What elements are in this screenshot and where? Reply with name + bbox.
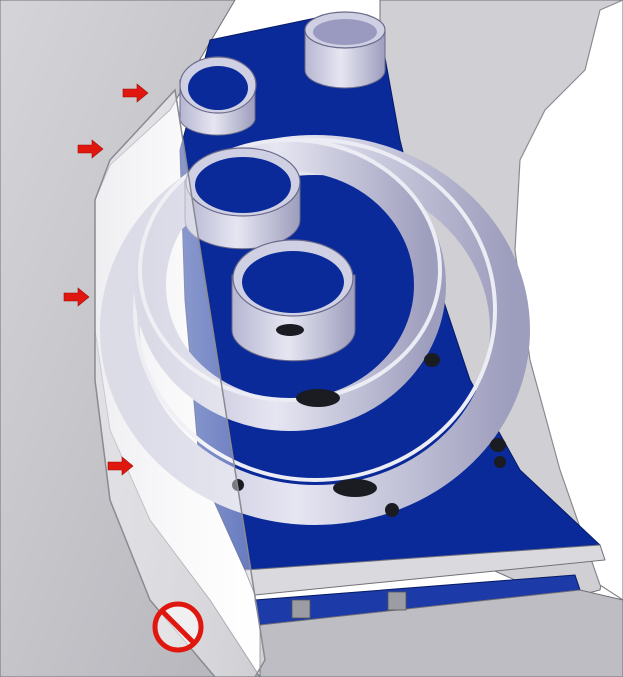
fastener-set <box>232 324 506 517</box>
right-window-opening <box>514 0 623 601</box>
cup-front <box>231 239 356 362</box>
bracket-right <box>387 591 407 611</box>
cup-top-right <box>304 11 386 89</box>
arrow-right-icon <box>122 83 149 103</box>
no-entry-icon <box>152 601 204 653</box>
arrow-right-icon <box>63 287 90 307</box>
cup-middle <box>184 147 301 250</box>
arrow-right-icon <box>107 456 134 476</box>
arrow-right-icon <box>77 139 104 159</box>
cup-top-left <box>179 56 257 136</box>
transparent-cover <box>94 88 266 677</box>
bracket-left <box>291 599 311 619</box>
